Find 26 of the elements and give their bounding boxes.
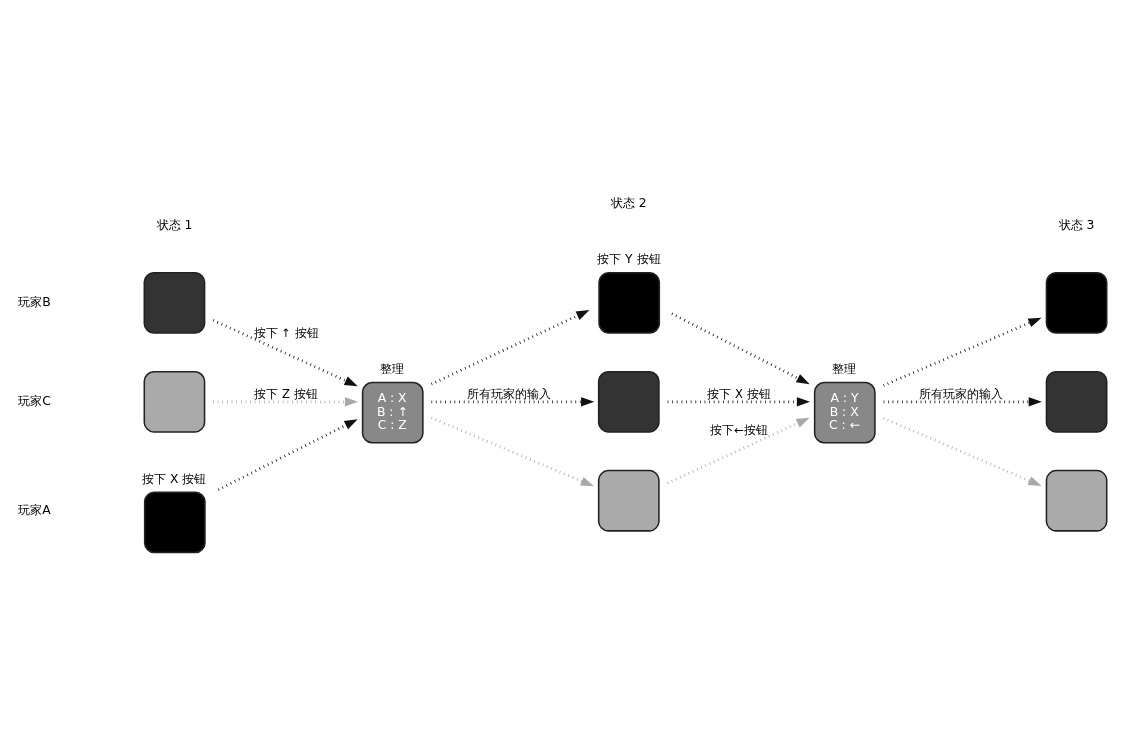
edge-label: 按下←按钮: [710, 422, 768, 436]
arrow: [667, 417, 810, 484]
label: 玩家B: [18, 294, 51, 309]
arrow: [217, 418, 358, 491]
node-label: 整理: [380, 361, 405, 376]
arrow: [431, 396, 595, 406]
node-label: 整理: [832, 361, 857, 376]
label: 玩家A: [18, 502, 51, 517]
edge-label: 按下 X 按钮: [707, 386, 771, 401]
edge-label: 所有玩家的输入: [918, 386, 1003, 401]
arrow: [883, 416, 1042, 486]
arrow: [430, 416, 594, 486]
label: 玩家C: [18, 393, 51, 408]
edge-label: 按下 Z 按钮: [254, 386, 318, 401]
label: 状态 1: [156, 217, 193, 232]
label: 状态 2: [610, 195, 647, 210]
arrow: [430, 309, 590, 385]
label: 状态 3: [1058, 217, 1095, 232]
arrow: [671, 312, 810, 384]
edge-label: 所有玩家的输入: [466, 386, 551, 401]
edge-label: 按下 ↑ 按钮: [253, 325, 319, 340]
node-label: 按下 X 按钮: [141, 471, 207, 486]
arrow: [883, 317, 1042, 387]
node-label: 按下 Y 按钮: [597, 251, 661, 266]
arrow: [212, 318, 358, 386]
arrow: [213, 396, 359, 406]
